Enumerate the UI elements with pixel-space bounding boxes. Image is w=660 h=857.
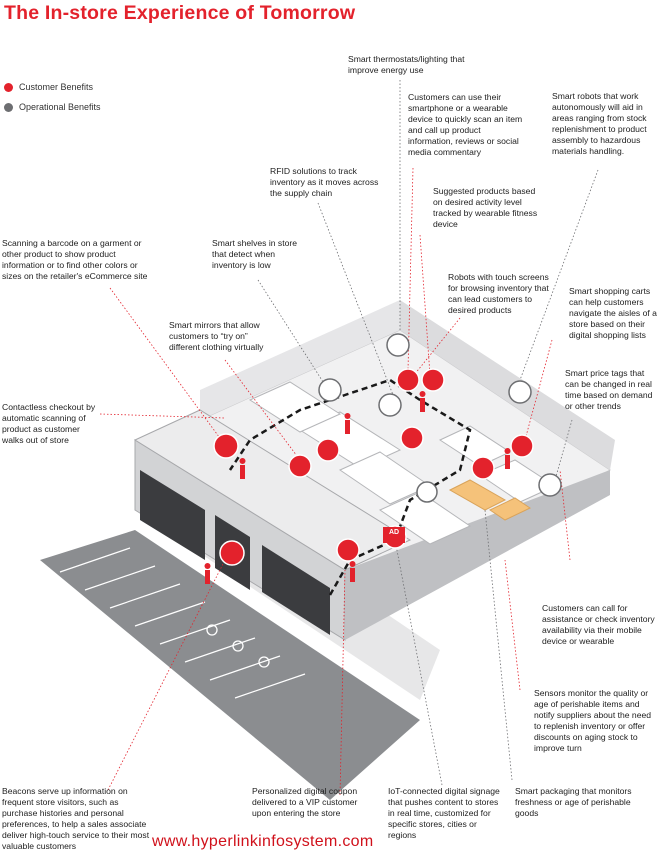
caption-coupon: Personalized digital coupon delivered to… <box>252 786 358 818</box>
legend-label: Operational Benefits <box>19 102 101 112</box>
back-wall <box>400 300 615 470</box>
caption-assistance: Customers can call for assistance or che… <box>542 603 655 646</box>
caption-touch-robots: Robots with touch screens for browsing i… <box>448 272 549 315</box>
caption-barcode: Scanning a barcode on a garment or other… <box>2 238 148 281</box>
digital-signage <box>383 527 405 543</box>
leader-lines-operational <box>257 80 599 786</box>
parking-lines <box>59 547 306 699</box>
caption-smartphone-scan: Customers can use their smartphone or a … <box>408 92 523 157</box>
parking-lot <box>40 530 420 800</box>
caption-signage: IoT-connected digital signage that pushe… <box>388 786 500 840</box>
customer-benefits-swatch <box>4 82 13 92</box>
caption-beacons: Beacons serve up information on frequent… <box>2 786 150 851</box>
caption-shelves: Smart shelves in store that detect when … <box>212 238 298 270</box>
caption-price-tags: Smart price tags that can be changed in … <box>565 368 653 411</box>
legend-operational: Operational Benefits <box>4 102 101 112</box>
operational-benefits-swatch <box>4 102 13 112</box>
caption-robots-work: Smart robots that work autonomously will… <box>552 91 647 156</box>
signage-label: AD <box>388 529 400 536</box>
leader-lines <box>99 167 571 796</box>
caption-suggested: Suggested products based on desired acti… <box>433 186 538 229</box>
shoppers <box>204 391 511 584</box>
side-facade <box>345 470 610 640</box>
produce-displays <box>448 479 532 521</box>
accessible-parking-icons <box>206 624 270 668</box>
page-title: The In-store Experience of Tomorrow <box>4 2 356 24</box>
caption-sensors: Sensors monitor the quality or age of pe… <box>534 688 652 753</box>
caption-checkout: Contactless checkout by automatic scanni… <box>2 402 96 445</box>
facade-top <box>133 409 412 571</box>
caption-mirrors: Smart mirrors that allow customers to “t… <box>169 320 264 352</box>
legend-label: Customer Benefits <box>19 82 94 92</box>
footer-url[interactable]: www.hyperlinkinfosystem.com <box>152 833 374 850</box>
caption-rfid: RFID solutions to track inventory as it … <box>270 166 379 198</box>
caption-thermostats: Smart thermostats/lighting that improve … <box>348 54 465 75</box>
left-back-wall <box>200 300 400 420</box>
operational-benefit-icons <box>318 333 562 503</box>
caption-carts: Smart shopping carts can help customers … <box>569 286 657 340</box>
shelving-units <box>248 381 557 545</box>
caption-packaging: Smart packaging that monitors freshness … <box>515 786 632 818</box>
legend-customer: Customer Benefits <box>4 82 93 92</box>
